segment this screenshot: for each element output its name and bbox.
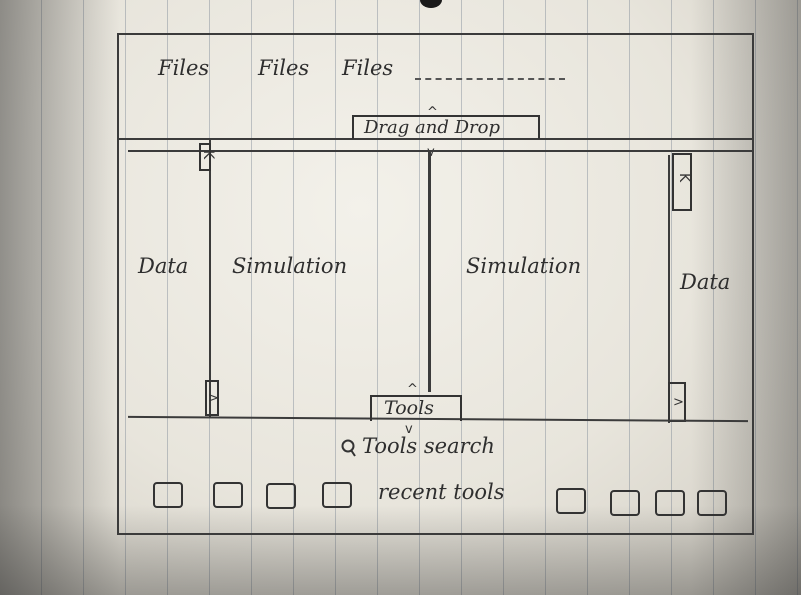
left-panel-expand-button[interactable]: > xyxy=(205,380,219,416)
tools-search-label: Tools search xyxy=(362,434,495,458)
left-data-panel-label: Data xyxy=(138,254,189,278)
panel-area-top xyxy=(128,150,754,152)
recent-tool-slot[interactable] xyxy=(610,490,640,516)
resize-up-arrow-icon: ^ xyxy=(427,105,438,120)
search-icon xyxy=(341,439,356,457)
menu-item-files-1[interactable]: Files xyxy=(158,56,210,80)
recent-tool-slot[interactable] xyxy=(322,482,352,508)
drag-drop-label: Drag and Drop xyxy=(364,117,500,138)
left-simulation-panel-label: Simulation xyxy=(232,254,348,278)
collapse-icon: K xyxy=(676,173,692,183)
recent-tool-slot[interactable] xyxy=(697,490,727,516)
right-data-panel-label: Data xyxy=(680,270,731,294)
tools-down-arrow-icon: v xyxy=(405,422,413,437)
right-panel-expand-button[interactable]: > xyxy=(668,382,686,422)
recent-tool-slot[interactable] xyxy=(655,490,685,516)
tools-toggle-button[interactable]: Tools xyxy=(370,395,462,421)
menu-overflow-dashes xyxy=(415,78,565,80)
collapse-icon: K xyxy=(200,150,216,160)
shadow xyxy=(0,505,801,595)
right-data-divider xyxy=(668,155,670,423)
left-data-divider xyxy=(209,140,211,418)
left-panel-collapse-button[interactable]: K xyxy=(199,143,216,171)
shadow xyxy=(0,0,120,595)
shadow xyxy=(691,0,801,595)
recent-tool-slot[interactable] xyxy=(153,482,183,508)
tools-up-arrow-icon: ^ xyxy=(407,382,418,397)
recent-tools-label: recent tools xyxy=(378,480,505,504)
expand-icon: > xyxy=(208,391,219,406)
expand-icon: > xyxy=(673,395,684,410)
header-divider xyxy=(118,138,754,140)
ink-blot xyxy=(420,0,442,8)
tools-toggle-label: Tools xyxy=(384,397,434,419)
right-panel-collapse-button[interactable]: K xyxy=(672,153,692,211)
recent-tool-slot[interactable] xyxy=(213,482,243,508)
menu-item-files-3[interactable]: Files xyxy=(342,56,394,80)
right-simulation-panel-label: Simulation xyxy=(466,254,582,278)
recent-tool-slot[interactable] xyxy=(266,483,296,509)
app-window xyxy=(117,33,754,535)
center-splitter[interactable] xyxy=(428,152,431,392)
recent-tool-slot[interactable] xyxy=(556,488,586,514)
tools-search[interactable]: Tools search xyxy=(340,432,510,460)
menu-item-files-2[interactable]: Files xyxy=(258,56,310,80)
drag-drop-handle[interactable]: Drag and Drop xyxy=(352,115,540,139)
